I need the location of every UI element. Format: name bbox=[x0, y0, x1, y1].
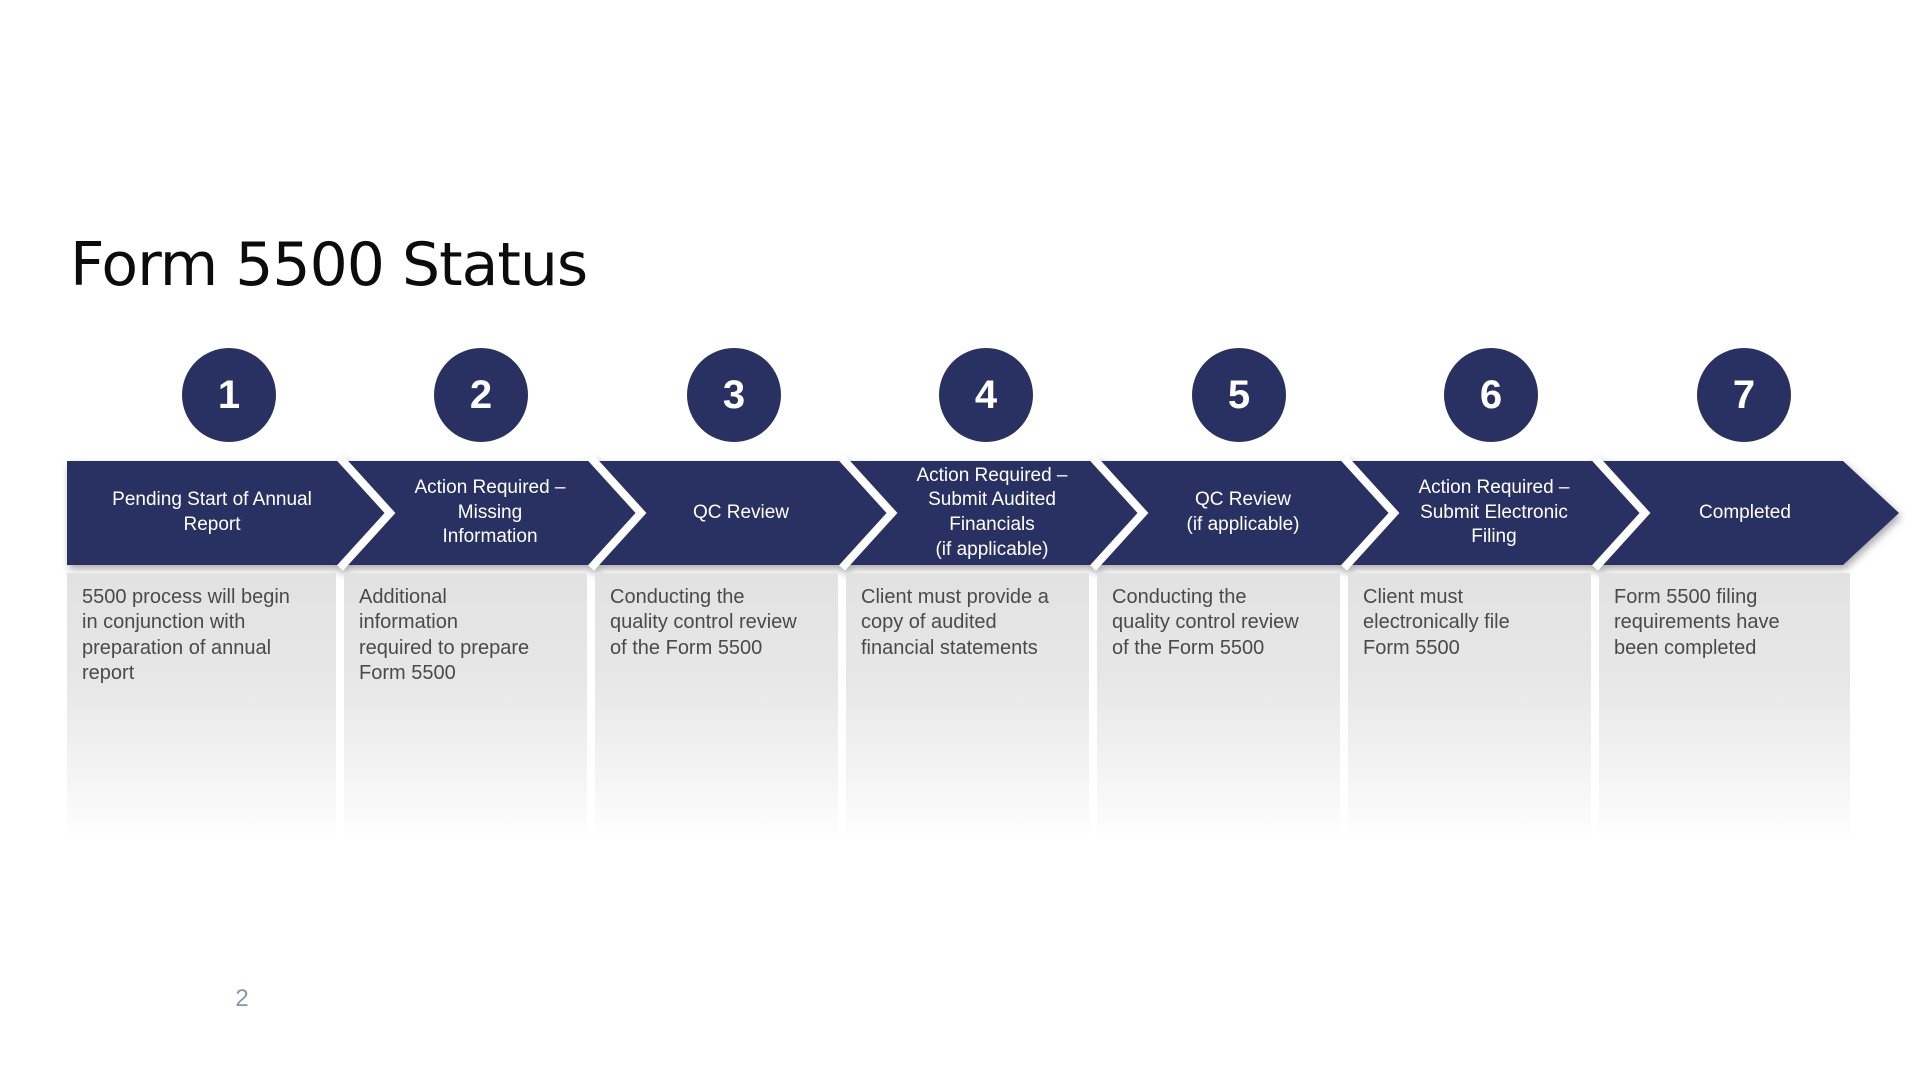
page-number: 2 bbox=[235, 985, 249, 1012]
step-3-description: Conducting the quality control review of… bbox=[595, 573, 838, 841]
step-2-number-badge: 2 bbox=[434, 348, 528, 442]
slide-title: Form 5500 Status bbox=[70, 230, 588, 300]
step-3-number-badge: 3 bbox=[687, 348, 781, 442]
step-5-number-badge: 5 bbox=[1192, 348, 1286, 442]
step-5-number: 5 bbox=[1227, 372, 1251, 417]
step-2-number: 2 bbox=[469, 372, 493, 417]
step-3-number: 3 bbox=[722, 372, 746, 417]
step-1-number-badge: 1 bbox=[182, 348, 276, 442]
step-7-number-badge: 7 bbox=[1697, 348, 1791, 442]
chevron-separator-icon bbox=[839, 455, 898, 571]
step-6-number-badge: 6 bbox=[1444, 348, 1538, 442]
chevron-separator-icon bbox=[1341, 455, 1400, 571]
chevron-separator-icon bbox=[588, 455, 647, 571]
step-4-number-badge: 4 bbox=[939, 348, 1033, 442]
step-1-number: 1 bbox=[217, 372, 241, 417]
chevron-band-shape bbox=[67, 461, 1899, 565]
step-5-description: Conducting the quality control review of… bbox=[1097, 573, 1340, 841]
step-7-description: Form 5500 filing requirements have been … bbox=[1599, 573, 1850, 841]
chevron-separator-icon bbox=[1090, 455, 1149, 571]
step-4-number: 4 bbox=[974, 372, 998, 417]
process-arrow-band-icon bbox=[67, 455, 1899, 571]
step-6-number: 6 bbox=[1479, 372, 1503, 417]
chevron-separator-icon bbox=[1592, 455, 1651, 571]
step-1-description: 5500 process will begin in conjunction w… bbox=[67, 573, 336, 841]
step-4-description: Client must provide a copy of audited fi… bbox=[846, 573, 1089, 841]
step-7-number: 7 bbox=[1732, 372, 1756, 417]
step-2-description: Additional information required to prepa… bbox=[344, 573, 587, 841]
step-6-description: Client must electronically file Form 550… bbox=[1348, 573, 1591, 841]
chevron-separator-icon bbox=[337, 455, 396, 571]
